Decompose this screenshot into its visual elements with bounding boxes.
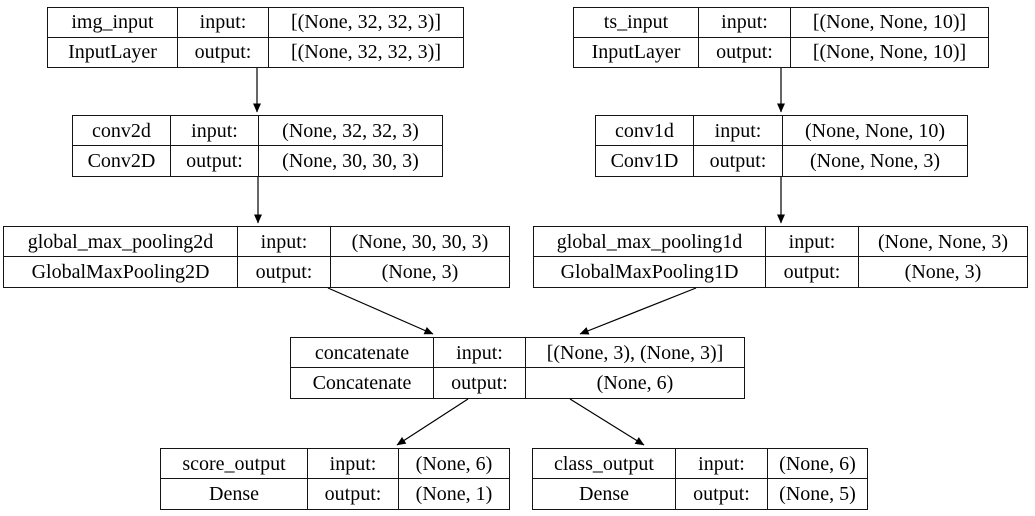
input-label: input:: [766, 227, 859, 257]
output-shape: (None, 30, 30, 3): [282, 150, 419, 172]
node-ts_input: ts_input input: [(None, None, 10)] Input…: [573, 7, 989, 68]
input-shape: (None, 30, 30, 3): [331, 227, 509, 257]
output-label: output:: [694, 146, 783, 176]
layer-class: Concatenate: [291, 368, 434, 398]
input-label: input:: [238, 227, 331, 257]
output-shape: (None, 3): [381, 261, 459, 283]
input-shape: [(None, 32, 32, 3)]: [269, 8, 463, 38]
output-shape: [(None, 32, 32, 3)]: [291, 41, 441, 64]
node-score_output: score_output input: (None, 6) Dense outp…: [160, 448, 510, 510]
edge-global_max_pooling1d-concatenate: [579, 287, 697, 335]
layer-class: Dense: [161, 479, 308, 509]
output-label: output:: [238, 257, 331, 287]
layer-name: global_max_pooling1d: [534, 227, 766, 257]
output-shape: (None, None, 3): [810, 150, 940, 172]
input-shape: (None, 32, 32, 3): [259, 116, 442, 146]
output-label: output:: [766, 257, 859, 287]
edge-concatenate-class_output: [569, 398, 645, 446]
output-label: output:: [434, 368, 526, 398]
input-shape: (None, 6): [768, 449, 867, 479]
edge-global_max_pooling2d-concatenate: [327, 287, 434, 335]
input-label: input:: [171, 116, 259, 146]
layer-name: class_output: [533, 449, 676, 479]
node-class_output: class_output input: (None, 6) Dense outp…: [532, 448, 868, 510]
output-label: output:: [699, 37, 791, 67]
input-shape: (None, 6): [399, 449, 509, 479]
input-label: input:: [308, 449, 399, 479]
output-label: output:: [171, 146, 259, 176]
layer-name: conv1d: [596, 116, 694, 146]
node-concatenate: concatenate input: [(None, 3), (None, 3)…: [290, 337, 745, 399]
layer-name: img_input: [48, 8, 178, 38]
layer-name: concatenate: [291, 338, 434, 368]
output-shape: [(None, None, 10)]: [812, 41, 967, 64]
output-shape: (None, 5): [779, 483, 856, 505]
node-conv1d: conv1d input: (None, None, 10) Conv1D ou…: [595, 115, 968, 177]
layer-name: ts_input: [574, 8, 699, 38]
layer-class: Conv2D: [73, 146, 171, 176]
node-conv2d: conv2d input: (None, 32, 32, 3) Conv2D o…: [72, 115, 443, 177]
input-label: input:: [694, 116, 783, 146]
layer-name: conv2d: [73, 116, 171, 146]
output-label: output:: [178, 37, 269, 67]
output-shape: (None, 3): [904, 261, 982, 283]
node-global_max_pooling1d: global_max_pooling1d input: (None, None,…: [533, 226, 1028, 288]
input-shape: (None, None, 10): [783, 116, 967, 146]
node-global_max_pooling2d: global_max_pooling2d input: (None, 30, 3…: [3, 226, 510, 288]
node-img_input: img_input input: [(None, 32, 32, 3)] Inp…: [47, 7, 464, 68]
layer-name: global_max_pooling2d: [4, 227, 238, 257]
layer-class: InputLayer: [48, 37, 178, 67]
input-shape: (None, None, 3): [859, 227, 1027, 257]
output-label: output:: [308, 479, 399, 509]
layer-class: GlobalMaxPooling1D: [534, 257, 766, 287]
input-label: input:: [676, 449, 768, 479]
edge-concatenate-score_output: [396, 398, 469, 446]
layer-class: Conv1D: [596, 146, 694, 176]
input-label: input:: [699, 8, 791, 38]
layer-class: InputLayer: [574, 37, 699, 67]
output-shape: (None, 6): [596, 372, 674, 394]
input-label: input:: [178, 8, 269, 38]
input-shape: [(None, 3), (None, 3)]: [526, 338, 744, 368]
input-label: input:: [434, 338, 526, 368]
output-shape: (None, 1): [415, 483, 493, 505]
output-label: output:: [676, 479, 768, 509]
layer-name: score_output: [161, 449, 308, 479]
layer-class: GlobalMaxPooling2D: [4, 257, 238, 287]
layer-class: Dense: [533, 479, 676, 509]
input-shape: [(None, None, 10)]: [791, 8, 988, 38]
